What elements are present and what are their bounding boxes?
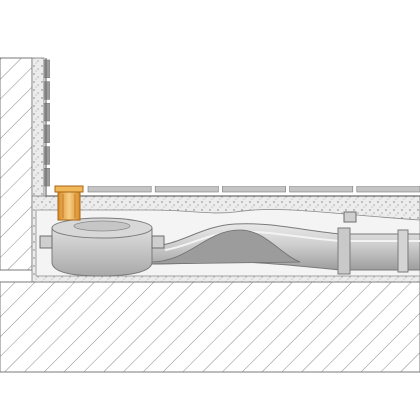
concrete-slab <box>0 281 420 373</box>
waterproof-membrane <box>45 58 420 197</box>
right-bracket <box>151 235 165 249</box>
wall-tile <box>43 59 51 78</box>
left-bracket <box>39 235 53 249</box>
wall-tile <box>43 81 51 100</box>
floor-tile <box>356 185 420 193</box>
masonry-wall <box>0 57 33 271</box>
wall-tile <box>43 146 51 165</box>
floor-tile <box>289 185 354 193</box>
floor-tile <box>87 185 152 193</box>
wall-tile <box>43 124 51 143</box>
pipe-joint <box>337 227 351 275</box>
floor-tile <box>154 185 219 193</box>
wall-tiles <box>43 59 51 187</box>
floor-tile <box>222 185 286 193</box>
drain-grate-insert <box>54 185 84 221</box>
trap-seal <box>149 229 301 265</box>
drain-body <box>39 211 357 277</box>
wall-tile <box>43 103 51 122</box>
room-interior <box>50 58 420 186</box>
floor-tiles <box>87 185 420 193</box>
wall-tile <box>43 168 51 187</box>
